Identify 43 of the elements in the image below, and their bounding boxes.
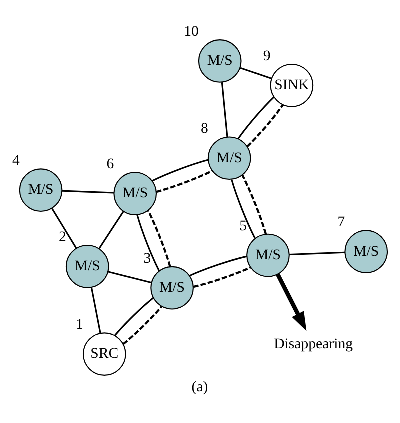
node-circle: M/S xyxy=(19,168,63,212)
node-circle: M/S xyxy=(246,233,290,277)
connector xyxy=(136,214,160,271)
connector xyxy=(90,286,102,334)
connector xyxy=(190,255,248,276)
node-text: Disappearing xyxy=(274,336,354,352)
connector xyxy=(246,104,284,148)
connector xyxy=(147,210,172,267)
connector xyxy=(221,82,228,137)
node-circle: SINK xyxy=(270,63,314,107)
node-label: 5 xyxy=(240,218,248,234)
connector xyxy=(231,178,256,238)
node-label: 1 xyxy=(76,316,84,333)
node-circle: M/S xyxy=(66,244,110,288)
node-label: 10 xyxy=(184,24,199,40)
connector xyxy=(52,208,78,248)
connector xyxy=(114,297,154,336)
connector xyxy=(238,96,275,140)
connector xyxy=(122,306,163,345)
connector xyxy=(290,251,346,256)
connector xyxy=(242,174,268,234)
node-label: 9 xyxy=(263,48,271,64)
node-circle: M/S xyxy=(198,39,242,82)
node-label: 6 xyxy=(106,156,114,172)
connector xyxy=(156,170,214,193)
node-circle: SRC xyxy=(82,332,126,376)
node-label: 4 xyxy=(12,152,20,169)
connector xyxy=(152,158,209,182)
node-label: 2 xyxy=(59,229,66,245)
node-label: 3 xyxy=(144,250,152,266)
node-label: 8 xyxy=(201,120,208,137)
connector xyxy=(98,210,124,249)
connector xyxy=(240,66,272,80)
connector xyxy=(62,190,114,194)
node-label: 7 xyxy=(338,214,346,230)
caption: (a) xyxy=(192,379,208,396)
connector xyxy=(108,270,152,284)
node-circle: M/S xyxy=(150,266,194,310)
arrow xyxy=(276,273,307,331)
node-circle: M/S xyxy=(344,230,388,274)
node-circle: M/S xyxy=(208,136,252,180)
connector xyxy=(193,266,252,288)
node-circle: M/S xyxy=(114,172,158,215)
